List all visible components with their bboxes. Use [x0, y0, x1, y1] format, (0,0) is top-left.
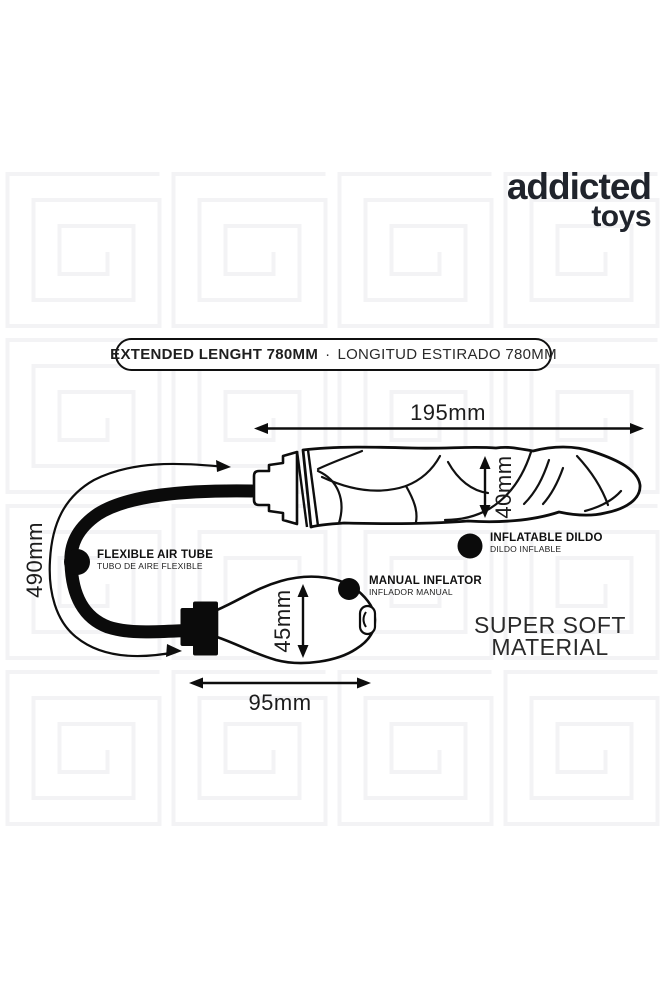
manual-inflator-callout: MANUAL INFLATOR INFLADOR MANUAL: [369, 575, 482, 597]
extended-length-banner: EXTENDED LENGHT 780MM · LONGITUD ESTIRAD…: [110, 338, 557, 371]
tube-length-value: 490mm: [22, 522, 47, 598]
banner-separator: ·: [325, 346, 331, 363]
inflatable-dildo-label-es: DILDO INFLABLE: [490, 544, 562, 555]
tube-length-arc-arrowhead-top: [216, 460, 231, 472]
pump-diameter-value: 45mm: [270, 589, 295, 653]
pump-length-arrow: [189, 677, 371, 689]
banner-text-en: EXTENDED LENGHT 780MM: [110, 346, 319, 363]
dildo-collar-ridges: [295, 449, 320, 528]
dildo-length-arrow: [254, 423, 644, 434]
inflatable-dildo-label-en: INFLATABLE DILDO: [490, 532, 603, 544]
tube-length-arc: [48, 462, 227, 658]
dildo-diameter-arrow: [479, 456, 491, 518]
material-note-line2: MATERIAL: [491, 634, 609, 660]
brand-logo-line2: toys: [591, 200, 651, 233]
manual-inflator-label-es: INFLADOR MANUAL: [369, 587, 453, 598]
brand-logo: addicted toys: [506, 166, 652, 233]
pump-valve-tip: [358, 604, 377, 636]
dildo-length-value: 195mm: [410, 400, 486, 425]
dildo-base-flange: [252, 450, 299, 526]
inflatable-dildo-dot: [457, 533, 483, 559]
flexible-air-tube-dot: [64, 549, 90, 575]
tube-length-arc-arrowhead-bottom: [166, 644, 182, 657]
flexible-air-tube-label-en: FLEXIBLE AIR TUBE: [97, 549, 214, 561]
manual-inflator-label-en: MANUAL INFLATOR: [369, 575, 482, 587]
flexible-air-tube-label-es: TUBO DE AIRE FLEXIBLE: [97, 561, 203, 572]
inflatable-dildo-callout: INFLATABLE DILDO DILDO INFLABLE: [490, 532, 603, 554]
pump-diameter-arrow: [297, 584, 309, 658]
pump-connector: [180, 601, 218, 656]
dildo-diameter-value: 40mm: [491, 455, 516, 519]
material-note-line1: SUPER SOFT: [474, 612, 626, 638]
banner-text-es: LONGITUD ESTIRADO 780MM: [337, 346, 557, 363]
pump-length-value: 95mm: [248, 690, 312, 715]
material-note: SUPER SOFT MATERIAL: [470, 612, 630, 660]
pump-valve-slit: [362, 611, 367, 628]
flexible-air-tube-callout: FLEXIBLE AIR TUBE TUBO DE AIRE FLEXIBLE: [97, 549, 213, 571]
brand-logo-line1: addicted: [506, 166, 652, 207]
manual-inflator-dot: [338, 578, 360, 600]
